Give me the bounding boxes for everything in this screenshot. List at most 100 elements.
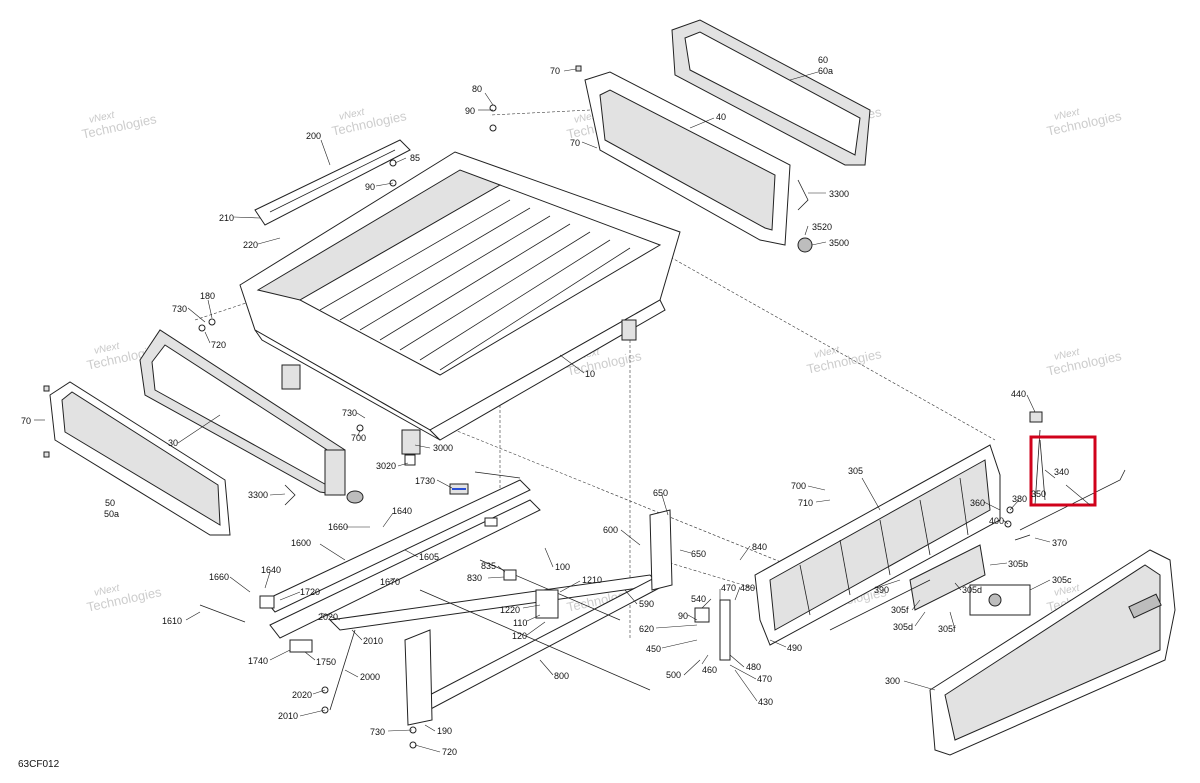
callout-1730: 1730: [415, 476, 435, 486]
callout-730: 730: [370, 727, 385, 737]
callout-50: 50: [105, 498, 115, 508]
callout-370: 370: [1052, 538, 1067, 548]
callout-600: 600: [603, 525, 618, 535]
callout-labels: 60 60a 70 80 90 40 70 200 85 90 3300 352…: [21, 55, 1072, 757]
callout-470: 470: [721, 583, 736, 593]
callout-1740: 1740: [248, 656, 268, 666]
callout-2010: 2010: [363, 636, 383, 646]
callout-60: 60: [818, 55, 828, 65]
callout-80: 80: [472, 84, 482, 94]
callout-110: 110: [513, 618, 527, 628]
watermark: vNext Technologies: [80, 110, 158, 142]
callout-380: 380: [1012, 494, 1027, 504]
callout-1610: 1610: [162, 616, 182, 626]
callout-430: 430: [758, 697, 773, 707]
callout-70: 70: [21, 416, 31, 426]
callout-30: 30: [168, 438, 178, 448]
callout-720: 720: [442, 747, 457, 757]
callout-1600: 1600: [291, 538, 311, 548]
callout-3520: 3520: [812, 222, 832, 232]
callout-700: 700: [791, 481, 806, 491]
side-panel-50: [49, 381, 231, 536]
callout-3300: 3300: [829, 189, 849, 199]
svg-text:vNext: vNext: [93, 583, 121, 599]
callout-305d: 305d: [962, 585, 982, 595]
callout-590: 590: [639, 599, 654, 609]
callout-500: 500: [666, 670, 681, 680]
callout-180: 180: [200, 291, 215, 301]
callout-200: 200: [306, 131, 321, 141]
callout-100: 100: [555, 562, 570, 572]
svg-text:vNext: vNext: [93, 341, 121, 357]
callout-480: 480: [746, 662, 761, 672]
callout-3300: 3300: [248, 490, 268, 500]
side-panel-60: [671, 19, 871, 166]
callout-1640: 1640: [261, 565, 281, 575]
watermark: vNext Technologies: [330, 107, 408, 139]
callout-60a: 60a: [818, 66, 833, 76]
callout-440: 440: [1011, 389, 1026, 399]
callout-70: 70: [550, 66, 560, 76]
callout-620: 620: [639, 624, 654, 634]
watermark: vNext Technologies: [1045, 347, 1123, 379]
callout-90: 90: [465, 106, 475, 116]
callout-730: 730: [342, 408, 357, 418]
callout-190: 190: [437, 726, 452, 736]
callout-305b: 305b: [1008, 559, 1028, 569]
frame-800: [264, 479, 673, 726]
callout-2020: 2020: [318, 612, 338, 622]
callout-730: 730: [172, 304, 187, 314]
svg-text:vNext: vNext: [1053, 107, 1081, 123]
callout-70: 70: [570, 138, 580, 148]
callout-490: 490: [787, 643, 802, 653]
callout-650: 650: [653, 488, 668, 498]
callout-305f: 305f: [938, 624, 956, 634]
callout-50a: 50a: [104, 509, 119, 519]
callout-540: 540: [691, 594, 706, 604]
tailgate-inner-305: [754, 444, 1001, 646]
side-panel-30: [139, 329, 364, 504]
callout-710: 710: [798, 498, 813, 508]
callout-650: 650: [691, 549, 706, 559]
drawing-code: 63CF012: [18, 759, 60, 770]
callout-360: 360: [970, 498, 985, 508]
callout-305d: 305d: [893, 622, 913, 632]
callout-3020: 3020: [376, 461, 396, 471]
callout-90: 90: [365, 182, 375, 192]
watermark: vNext Technologies: [85, 583, 163, 615]
callout-1750: 1750: [316, 657, 336, 667]
callout-1210: 1210: [582, 575, 602, 585]
callout-2020: 2020: [292, 690, 312, 700]
callout-305f: 305f: [891, 605, 909, 615]
callout-220: 220: [243, 240, 258, 250]
callout-3500: 3500: [829, 238, 849, 248]
callout-210: 210: [219, 213, 234, 223]
callout-835: 835: [481, 561, 496, 571]
callout-350: 350: [1031, 489, 1046, 499]
callout-400: 400: [989, 516, 1004, 526]
highlight-box: [1029, 435, 1097, 507]
callout-470: 470: [757, 674, 772, 684]
callout-120: 120: [512, 631, 527, 641]
callout-720: 720: [211, 340, 226, 350]
leader-lines: [34, 68, 1091, 753]
cargo-box: [239, 151, 681, 455]
svg-text:vNext: vNext: [813, 345, 841, 361]
callout-1605: 1605: [419, 552, 439, 562]
svg-text:vNext: vNext: [338, 107, 366, 123]
callout-85: 85: [410, 153, 420, 163]
callout-340: 340: [1054, 467, 1069, 477]
callout-2010: 2010: [278, 711, 298, 721]
callout-1660: 1660: [328, 522, 348, 532]
callout-450: 450: [646, 644, 661, 654]
svg-text:vNext: vNext: [1053, 347, 1081, 363]
callout-1640: 1640: [392, 506, 412, 516]
tailgate-outer-300: [929, 549, 1176, 756]
callout-2000: 2000: [360, 672, 380, 682]
callout-830: 830: [467, 573, 482, 583]
callout-1220: 1220: [500, 605, 520, 615]
callout-840: 840: [752, 542, 767, 552]
watermark: vNext Technologies: [1045, 107, 1123, 139]
